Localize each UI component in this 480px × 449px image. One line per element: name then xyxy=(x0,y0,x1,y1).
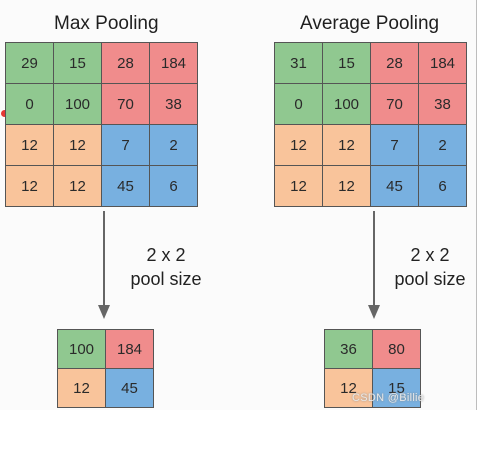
grid-cell: 31 xyxy=(275,43,322,83)
grid-cell: 100 xyxy=(58,330,105,368)
grid-cell: 28 xyxy=(102,43,149,83)
grid-cell: 12 xyxy=(54,166,101,206)
grid-cell: 2 xyxy=(419,125,466,165)
average-pool-size-label: 2 x 2 pool size xyxy=(392,243,468,291)
average-pooling-title: Average Pooling xyxy=(300,13,440,34)
pool-size-text: pool size xyxy=(130,269,202,289)
grid-cell: 38 xyxy=(150,84,197,124)
grid-cell: 38 xyxy=(419,84,466,124)
grid-cell: 70 xyxy=(102,84,149,124)
grid-cell: 70 xyxy=(371,84,418,124)
grid-cell: 6 xyxy=(150,166,197,206)
grid-cell: 184 xyxy=(419,43,466,83)
grid-cell: 12 xyxy=(325,369,372,407)
grid-cell: 7 xyxy=(371,125,418,165)
max-pooling-title: Max Pooling xyxy=(54,13,159,34)
pool-size-dims: 2 x 2 xyxy=(146,245,186,265)
grid-cell: 0 xyxy=(6,84,53,124)
grid-cell: 80 xyxy=(373,330,420,368)
grid-cell: 45 xyxy=(371,166,418,206)
grid-cell: 45 xyxy=(102,166,149,206)
grid-cell: 45 xyxy=(106,369,153,407)
grid-cell: 2 xyxy=(150,125,197,165)
grid-cell: 6 xyxy=(419,166,466,206)
grid-cell: 12 xyxy=(323,166,370,206)
grid-cell: 15 xyxy=(54,43,101,83)
watermark: CSDN @Billie xyxy=(352,392,425,404)
grid-cell: 12 xyxy=(275,166,322,206)
grid-cell: 29 xyxy=(6,43,53,83)
pool-size-dims: 2 x 2 xyxy=(410,245,450,265)
grid-cell: 100 xyxy=(323,84,370,124)
grid-cell: 12 xyxy=(6,166,53,206)
pool-size-text: pool size xyxy=(394,269,466,289)
grid-cell: 28 xyxy=(371,43,418,83)
grid-cell: 36 xyxy=(325,330,372,368)
grid-cell: 184 xyxy=(106,330,153,368)
down-arrow-icon xyxy=(368,211,380,319)
down-arrow-icon xyxy=(98,211,110,319)
grid-cell: 15 xyxy=(323,43,370,83)
grid-cell: 0 xyxy=(275,84,322,124)
grid-cell: 15 xyxy=(373,369,420,407)
grid-cell: 12 xyxy=(54,125,101,165)
grid-cell: 12 xyxy=(58,369,105,407)
grid-cell: 12 xyxy=(323,125,370,165)
grid-cell: 7 xyxy=(102,125,149,165)
grid-cell: 184 xyxy=(150,43,197,83)
max-pool-size-label: 2 x 2 pool size xyxy=(128,243,204,291)
grid-cell: 12 xyxy=(6,125,53,165)
grid-cell: 12 xyxy=(275,125,322,165)
grid-cell: 100 xyxy=(54,84,101,124)
